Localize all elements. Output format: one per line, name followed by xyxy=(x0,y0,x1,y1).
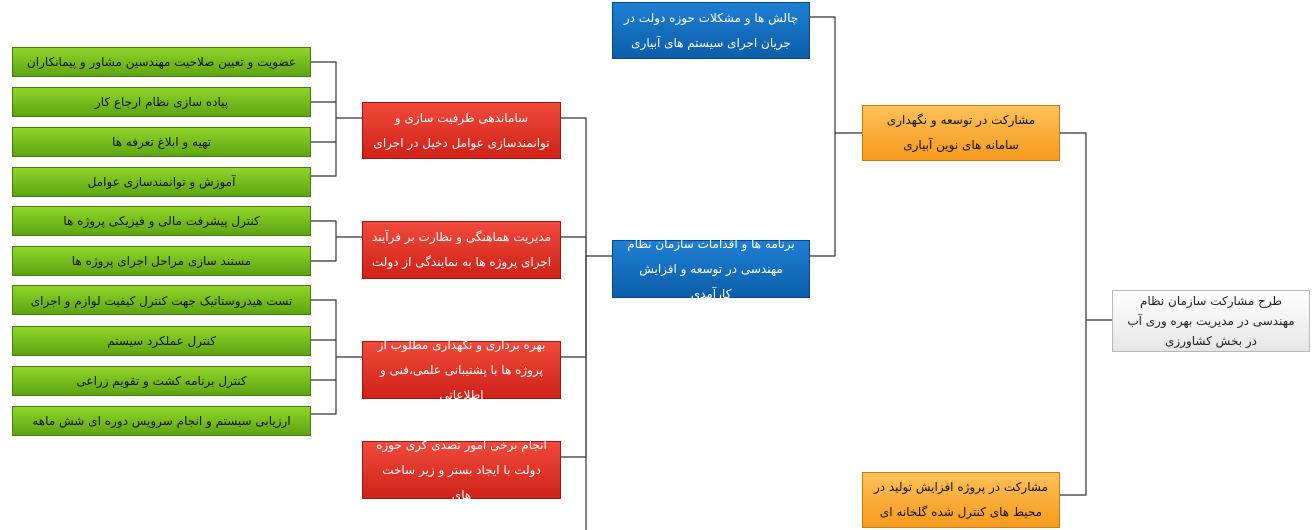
challenges-label: چالش ها و مشکلات حوزه دولت در جریان اجرا… xyxy=(623,10,799,50)
action-item-label: تست هیدروستاتیک جهت کنترل کیفیت لوازم و … xyxy=(30,294,293,308)
greenhouse-label: مشارکت در پروژه افزایش تولید در محیط های… xyxy=(873,480,1049,519)
capacity-building-node: ساماندهی ظرفیت سازی و توانمندسازی عوامل … xyxy=(362,102,561,159)
action-item-label: ارزیابی سیستم و انجام سرویس دوره ای شش م… xyxy=(32,413,291,428)
supervision-node: مدیریت هماهنگی و نظارت بر فرآیند اجرای پ… xyxy=(362,221,561,279)
action-item-label: کنترل عملکرد سیستم xyxy=(107,333,216,348)
action-item: پیاده سازی نظام ارجاع کار xyxy=(12,87,311,117)
irrigation-label: مشارکت در توسعه و نگهداری سامانه های نوی… xyxy=(886,113,1036,152)
programs-label: برنامه ها و اقدامات سازمان نظام مهندسی د… xyxy=(627,236,795,301)
programs-node: برنامه ها و اقدامات سازمان نظام مهندسی د… xyxy=(612,237,810,301)
action-item: عضویت و تعیین صلاحیت مهندسین مشاور و پیم… xyxy=(12,47,311,77)
action-item-label: کنترل پیشرفت مالی و فیزیکی پروژه ها xyxy=(63,213,260,228)
action-item-label: عضویت و تعیین صلاحیت مهندسین مشاور و پیم… xyxy=(26,54,297,69)
action-item-label: آموزش و توانمندسازی عوامل xyxy=(87,174,236,189)
action-item: تهیه و ابلاغ تعرفه ها xyxy=(12,127,311,157)
action-item-label: مستند سازی مراحل اجرای پروژه ها xyxy=(71,253,252,268)
action-item: کنترل پیشرفت مالی و فیزیکی پروژه ها xyxy=(12,206,311,236)
root-node: طرح مشارکت سازمان نظام مهندسی در مدیریت … xyxy=(1112,290,1310,352)
greenhouse-node: مشارکت در پروژه افزایش تولید در محیط های… xyxy=(862,472,1060,528)
capacity-building-label: ساماندهی ظرفیت سازی و توانمندسازی عوامل … xyxy=(373,110,550,150)
supervision-label: مدیریت هماهنگی و نظارت بر فرآیند اجرای پ… xyxy=(371,230,552,269)
root-label: طرح مشارکت سازمان نظام مهندسی در مدیریت … xyxy=(1127,294,1295,348)
action-item: مستند سازی مراحل اجرای پروژه ها xyxy=(12,246,311,276)
irrigation-node: مشارکت در توسعه و نگهداری سامانه های نوی… xyxy=(862,105,1060,161)
government-tasks-node: انجام برخی امور تصدی گری حوزه دولت با ای… xyxy=(362,438,561,502)
action-item-label: کنترل برنامه کشت و تقویم زراعی xyxy=(76,373,247,388)
government-tasks-label: انجام برخی امور تصدی گری حوزه دولت با ای… xyxy=(376,437,547,502)
maintenance-label: بهره برداری و نگهداری مطلوب از پروژه ها … xyxy=(377,337,546,402)
action-item-label: پیاده سازی نظام ارجاع کار xyxy=(94,94,229,109)
maintenance-node: بهره برداری و نگهداری مطلوب از پروژه ها … xyxy=(362,338,561,402)
action-item: آموزش و توانمندسازی عوامل xyxy=(12,167,311,197)
action-item: کنترل عملکرد سیستم xyxy=(12,326,311,356)
action-item: تست هیدروستاتیک جهت کنترل کیفیت لوازم و … xyxy=(12,285,311,315)
action-item-label: تهیه و ابلاغ تعرفه ها xyxy=(112,134,211,149)
action-item: کنترل برنامه کشت و تقویم زراعی xyxy=(12,366,311,396)
challenges-node: چالش ها و مشکلات حوزه دولت در جریان اجرا… xyxy=(612,2,810,59)
action-item: ارزیابی سیستم و انجام سرویس دوره ای شش م… xyxy=(12,406,311,436)
